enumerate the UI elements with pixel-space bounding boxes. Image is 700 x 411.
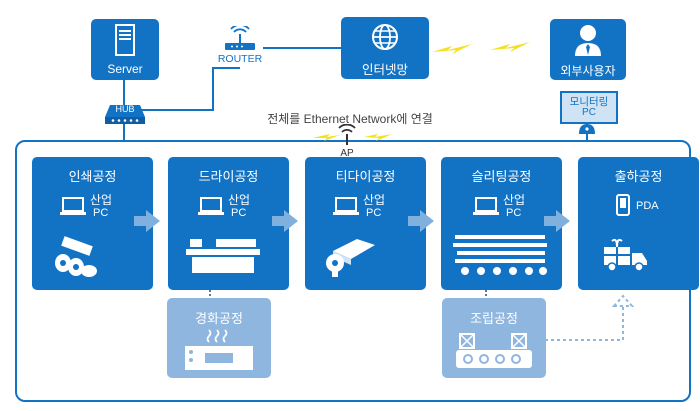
pc-label-2: PC xyxy=(231,207,247,219)
pc-label-2: PC xyxy=(93,207,109,219)
internet-label: 인터넷망 xyxy=(361,63,408,77)
user-icon xyxy=(575,25,601,56)
process-title: 출하공정 xyxy=(614,169,663,184)
laptop-icon xyxy=(198,197,224,215)
pda-label: PDA xyxy=(636,200,659,212)
curing-oven-icon xyxy=(185,329,253,370)
delivery-truck-icon xyxy=(604,238,647,272)
ap-icon xyxy=(338,124,356,145)
monitoring-pc-label: PC xyxy=(582,107,596,118)
router-icon xyxy=(225,26,255,50)
server-label: Server xyxy=(107,62,143,76)
slitter-machine-icon xyxy=(453,235,547,275)
pc-label-1: 산업 xyxy=(503,193,526,207)
process-title: 티다이공정 xyxy=(335,169,396,184)
monitoring-label: 모니터링 xyxy=(569,96,609,108)
laptop-icon xyxy=(60,197,86,215)
server-box[interactable]: Server xyxy=(91,19,159,80)
ap-label: AP xyxy=(340,148,354,159)
process-title: 드라이공정 xyxy=(198,169,259,184)
pc-label-2: PC xyxy=(366,207,382,219)
monitor-stand-icon xyxy=(579,124,595,134)
network-caption: 전체를 Ethernet Network에 연결 xyxy=(267,112,433,126)
laptop-icon xyxy=(333,197,359,215)
process-title: 슬리팅공정 xyxy=(471,169,532,184)
pc-label-2: PC xyxy=(506,207,522,219)
dryer-machine-icon xyxy=(186,239,260,273)
internet-box[interactable]: 인터넷망 xyxy=(341,17,429,79)
arrow-right-icon xyxy=(544,210,570,232)
subprocess-curing[interactable]: 경화공정 xyxy=(167,298,271,378)
arrow-right-icon xyxy=(408,210,434,232)
process-slitting[interactable]: 슬리팅공정 산업 PC xyxy=(441,157,562,290)
subprocess-title: 조립공정 xyxy=(470,311,518,326)
globe-icon xyxy=(372,24,398,50)
external-user-box[interactable]: 외부사용자 xyxy=(550,19,626,80)
process-title: 인쇄공정 xyxy=(68,169,117,184)
laptop-icon xyxy=(473,197,499,215)
arrow-right-icon xyxy=(272,210,298,232)
rolls-icon xyxy=(55,236,97,277)
server-icon xyxy=(115,24,135,56)
pc-label-1: 산업 xyxy=(228,193,251,207)
monitoring-pc[interactable]: 모니터링 PC xyxy=(560,91,618,124)
arrow-right-icon xyxy=(134,210,160,232)
tdie-machine-icon xyxy=(326,239,375,277)
process-printing[interactable]: 인쇄공정 산업 PC xyxy=(32,157,153,290)
router-label: ROUTER xyxy=(217,53,263,65)
pc-label-1: 산업 xyxy=(90,193,113,207)
subprocess-title: 경화공정 xyxy=(195,311,243,326)
process-tdie[interactable]: 티다이공정 산업 PC xyxy=(305,157,426,290)
hub-label: HUB xyxy=(115,104,135,114)
pda-icon xyxy=(616,194,630,216)
pc-label-1: 산업 xyxy=(363,193,386,207)
external-user-label: 외부사용자 xyxy=(560,64,616,78)
conveyor-icon xyxy=(456,333,532,368)
subprocess-assembly[interactable]: 조립공정 xyxy=(442,298,546,378)
hub-icon xyxy=(105,105,145,124)
process-dry[interactable]: 드라이공정 산업 PC xyxy=(168,157,289,290)
process-shipping[interactable]: 출하공정 PDA xyxy=(578,157,699,290)
